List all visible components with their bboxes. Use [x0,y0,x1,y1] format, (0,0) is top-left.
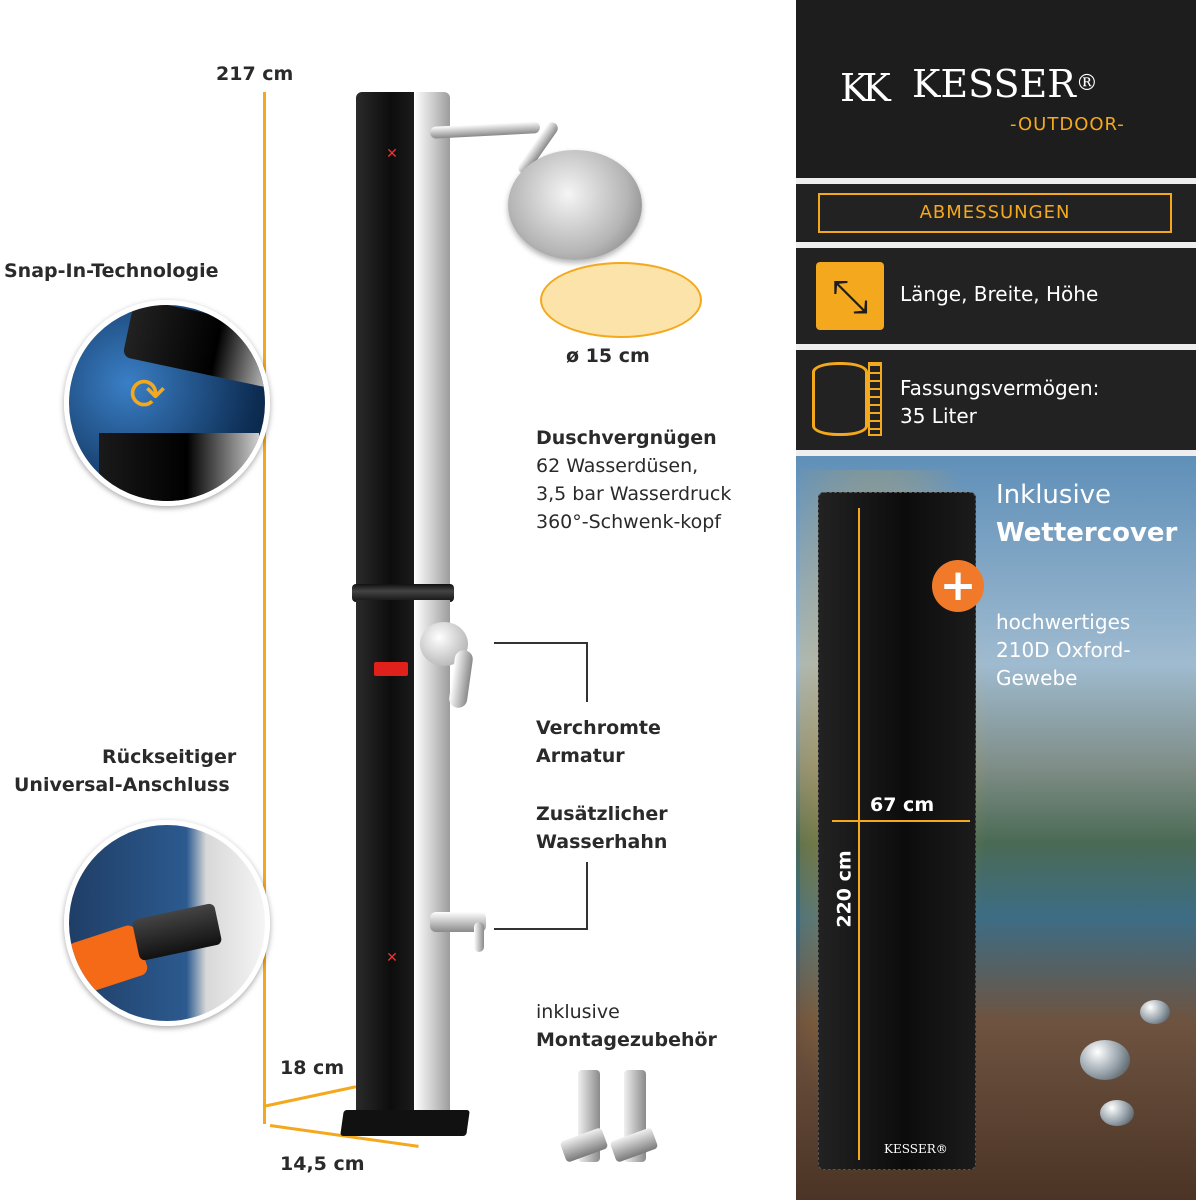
connector-line-1: Rückseitiger [102,746,237,768]
spray-ellipse [540,262,702,338]
separator-4 [796,450,1196,456]
capacity-line-1: Fassungsvermögen: [900,376,1100,400]
cover-logo: KESSER® [884,1142,948,1156]
head-diameter-label: ø 15 cm [566,345,650,367]
cover-width-line [832,820,970,822]
tool-icon-top: ✕ [386,146,398,162]
tank-icon [812,362,868,436]
separator-3 [796,344,1196,350]
cover-height-line [858,508,860,1160]
cover-line-2: Wettercover [996,518,1178,548]
warning-label [374,662,408,676]
shower-column-upper-black [356,92,414,586]
snap-column [99,433,259,501]
callout-armatur-v [586,642,588,702]
plus-icon: + [932,560,984,612]
diagonal-arrow-icon: ⤡ [816,262,884,330]
dusch-line-1: 62 Wasserdüsen, [536,455,699,477]
armatur-line-1: Verchromte [536,717,661,739]
cover-desc-3: Gewebe [996,666,1078,690]
montage-line-1: inklusive [536,1001,620,1023]
cover-line-1: Inklusive [996,480,1112,510]
montage-line-2: Montagezubehör [536,1029,717,1051]
base-depth-line [262,1085,357,1108]
callout-armatur-h [494,642,588,644]
dusch-title: Duschvergnügen [536,427,717,449]
callout-hahn-h [494,928,588,930]
brand-name: KESSER® [912,60,1098,108]
water-drop-2 [1140,1000,1170,1024]
separator-1 [796,178,1196,184]
dusch-line-3: 360°-Schwenk-kopf [536,511,721,533]
connector-detail-circle [64,820,270,1026]
brand-sub: -OUTDOOR- [1010,114,1125,135]
brand-logo-icon: KK [840,66,891,110]
cover-height-label: 220 cm [833,850,856,928]
callout-hahn-v [586,862,588,930]
dimensions-header-box [818,193,1172,233]
cover-desc-1: hochwertiges [996,610,1131,634]
tool-icon-bottom: ✕ [386,950,398,966]
hahn-line-2: Wasserhahn [536,831,668,853]
height-dimension-line [263,92,266,1124]
snap-title: Snap-In-Technologie [4,260,219,282]
snap-in-detail-circle: ⟳ [64,300,270,506]
water-drop-1 [1080,1040,1130,1080]
base-height-label: 18 cm [280,1057,345,1079]
water-tap-spout [474,922,484,952]
cover-desc-2: 210D Oxford- [996,638,1131,662]
separator-2 [796,242,1196,248]
column-joint-ring [352,584,454,602]
capacity-line-2: 35 Liter [900,404,977,428]
brand-name-text: KESSER [912,62,1076,106]
snap-arrow-icon: ⟳ [129,369,166,420]
cover-width-label: 67 cm [870,794,935,816]
height-label: 217 cm [216,63,294,85]
dusch-line-2: 3,5 bar Wasserdruck [536,483,732,505]
shower-head [508,150,642,260]
brand-reg: ® [1075,71,1098,96]
water-drop-3 [1100,1100,1134,1126]
dimensions-header: ABMESSUNGEN [919,202,1071,223]
hahn-line-1: Zusätzlicher [536,803,668,825]
armatur-line-2: Armatur [536,745,625,767]
dimension-row-text: Länge, Breite, Höhe [900,282,1099,306]
shower-base-plate [340,1110,470,1136]
shower-column-lower-silver [414,600,450,1126]
connector-black-fitting [131,902,223,962]
shower-column-lower-black [356,600,414,1126]
base-width-label: 14,5 cm [280,1153,365,1175]
shower-column-upper-silver [414,92,450,586]
water-tap [430,912,486,932]
connector-line-2: Universal-Anschluss [14,774,230,796]
ruler-icon [868,362,882,436]
